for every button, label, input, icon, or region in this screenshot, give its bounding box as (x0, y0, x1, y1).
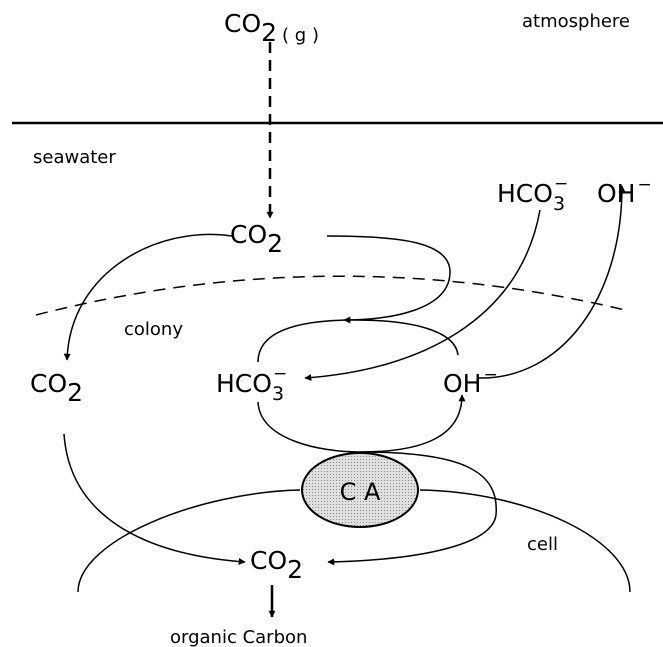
seawater-label: seawater (33, 147, 116, 168)
ca-label: C A (340, 478, 381, 506)
arrow-hco3-in (304, 209, 541, 382)
arrow-ca-to-cell-co2 (327, 451, 497, 566)
cell-boundary (77, 489, 301, 593)
co2-colony-species: CO2 (30, 369, 83, 407)
arrow-co2-loop (326, 235, 451, 324)
oh-colony-species: OH− (443, 365, 498, 398)
atmosphere-label: atmosphere (522, 11, 630, 32)
colony-boundary (35, 275, 626, 316)
colony-label: colony (124, 319, 183, 340)
arrow-colony-co2-to-cell (63, 433, 246, 566)
arrow-oh-out (477, 185, 626, 379)
hco3-seawater-species: HCO3− (497, 174, 568, 215)
arrow-co2-to-colony (63, 233, 233, 361)
organic-carbon-label: organic Carbon (170, 627, 307, 647)
loop-lower (257, 394, 466, 453)
co2-gas-species: CO2( g ) (224, 9, 319, 47)
cell-label: cell (527, 534, 558, 555)
loop-upper (257, 319, 459, 363)
co2-seawater-species: CO2 (230, 220, 283, 258)
cell-boundary (419, 489, 631, 593)
co2-cell-species: CO2 (250, 546, 303, 584)
oh-seawater-species: OH− (597, 175, 652, 208)
hco3-colony-species: HCO3− (216, 364, 287, 405)
carbonic-anhydrase-enzyme (301, 452, 419, 528)
